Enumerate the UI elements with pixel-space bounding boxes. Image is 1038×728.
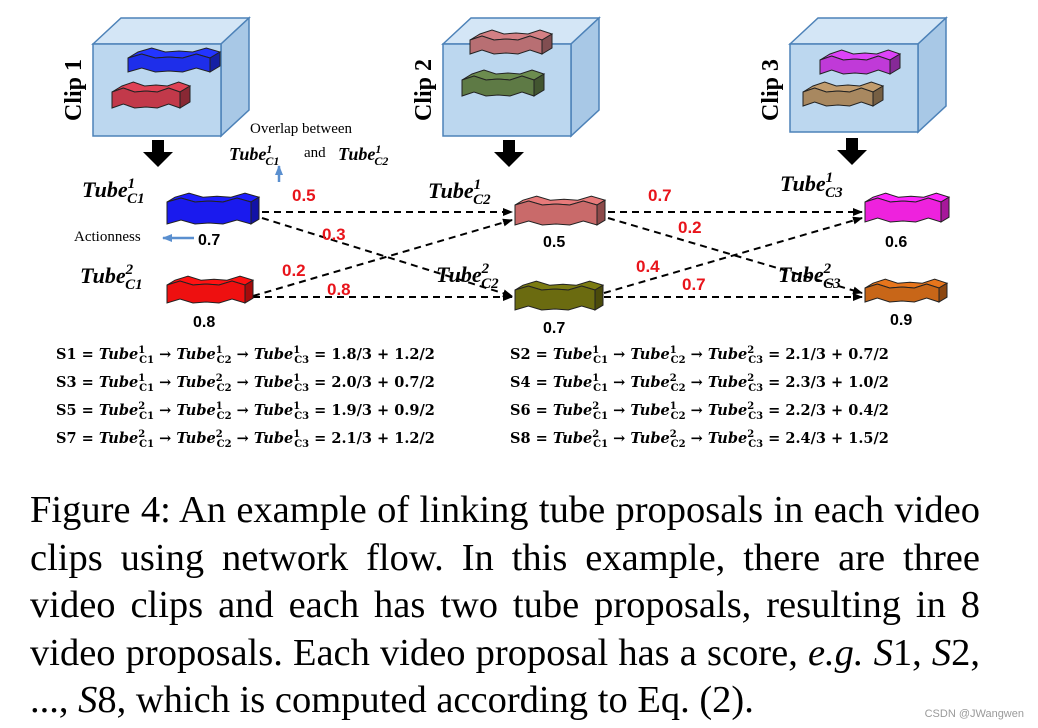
- down-arrow-1: [143, 140, 173, 167]
- clip-3: Clip 3: [758, 16, 948, 134]
- edge-c2_2-c3_2: 0.7: [604, 275, 863, 301]
- clip-label: Clip 2: [411, 59, 437, 121]
- edge-c1_1-c2_2: 0.3: [261, 217, 513, 298]
- network-flow-diagram: Clip 1 Clip 2 Clip 3 0.5 0.3 0.2 0.8 0.7 0.2 0.4…: [56, 16, 951, 450]
- down-arrow-3: [837, 138, 867, 165]
- edge-line: [261, 217, 513, 298]
- proposal-score: 0.5: [543, 234, 565, 251]
- proposal-tube-c3_2: [864, 278, 949, 303]
- edge-weight: 0.7: [682, 275, 706, 294]
- proposal-tube-c1_1: [166, 192, 261, 225]
- overlap-label: Overlap between: [250, 121, 353, 137]
- proposal-score: 0.9: [890, 312, 912, 329]
- clip-label: Clip 3: [758, 59, 784, 121]
- proposal-score: 0.7: [543, 320, 565, 337]
- clip-label: Clip 1: [61, 59, 87, 121]
- edge-weight: 0.2: [678, 218, 702, 237]
- edge-weight: 0.4: [636, 257, 660, 276]
- clip-1: Clip 1: [61, 16, 251, 138]
- clip-2-tube-1: [469, 29, 554, 55]
- edge-c1_2-c2_2: 0.8: [253, 280, 513, 301]
- edge-weight: 0.3: [322, 225, 346, 244]
- edge-c2_1-c3_1: 0.7: [608, 186, 863, 216]
- proposal-score: 0.6: [885, 234, 907, 251]
- clip-3-tube-1: [819, 49, 902, 75]
- proposal-score: 0.8: [193, 314, 215, 331]
- overlap-and: and: [304, 145, 326, 161]
- edge-c1_1-c2_1: 0.5: [262, 186, 513, 216]
- down-arrow-2: [494, 140, 524, 167]
- edge-c2_2-c3_1: 0.4: [603, 216, 863, 294]
- proposal-score: 0.7: [198, 232, 220, 249]
- edge-line: [252, 218, 513, 297]
- actionness-annotation: Actionness: [74, 229, 194, 245]
- figure-caption: Figure 4: An example of linking tube pro…: [30, 489, 980, 721]
- clip-1-tube-1: [127, 47, 222, 73]
- edge-weight: 0.8: [327, 280, 351, 299]
- down-arrows: [143, 138, 867, 167]
- edge-weight: 0.5: [292, 186, 316, 205]
- clip-2: Clip 2: [411, 16, 601, 138]
- edge-c1_2-c2_1: 0.2: [252, 218, 513, 297]
- proposal-tube-c2_1: [514, 195, 607, 226]
- proposal-tube-c1_2: [166, 275, 255, 304]
- clip-1-tube-2: [111, 81, 192, 109]
- clip-2-tube-2: [461, 69, 546, 97]
- proposal-tube-c2_2: [514, 280, 605, 311]
- actionness-label: Actionness: [74, 229, 141, 245]
- edge-line: [603, 216, 863, 294]
- edge-weight: 0.2: [282, 261, 306, 280]
- clip-3-tube-2: [802, 81, 885, 107]
- proposal-tube-c3_1: [864, 192, 951, 223]
- watermark: CSDN @JWangwen: [924, 708, 1024, 720]
- edge-weight: 0.7: [648, 186, 672, 205]
